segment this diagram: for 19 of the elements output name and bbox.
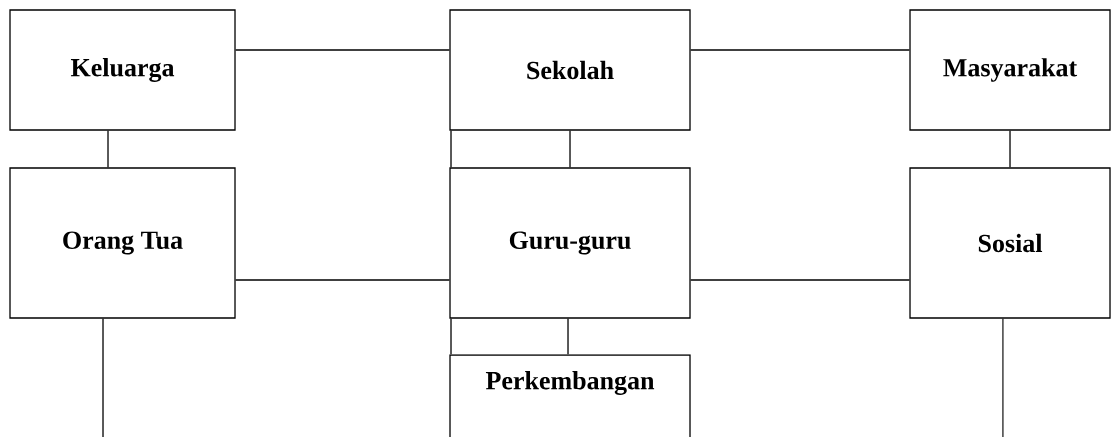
connector-line	[1009, 130, 1011, 168]
connector-line	[569, 130, 571, 168]
text-box: Masyarakat	[909, 9, 1111, 131]
text-box: Sekolah	[449, 9, 691, 131]
text-box: Orang Tua	[9, 167, 236, 319]
text-box: Keluarga	[9, 9, 236, 131]
connector-line	[235, 49, 450, 51]
text-box: Perkembangan	[449, 354, 691, 437]
connector-line	[1002, 318, 1004, 437]
connector-line	[102, 318, 104, 437]
connector-line	[690, 279, 910, 281]
connector-line	[107, 130, 109, 168]
connector-line	[567, 318, 569, 355]
text-box: Guru-guru	[449, 167, 691, 319]
connector-line	[235, 279, 450, 281]
connector-line	[450, 318, 452, 355]
connector-line	[690, 49, 910, 51]
connector-line	[450, 130, 452, 168]
text-box: Sosial	[909, 167, 1111, 319]
